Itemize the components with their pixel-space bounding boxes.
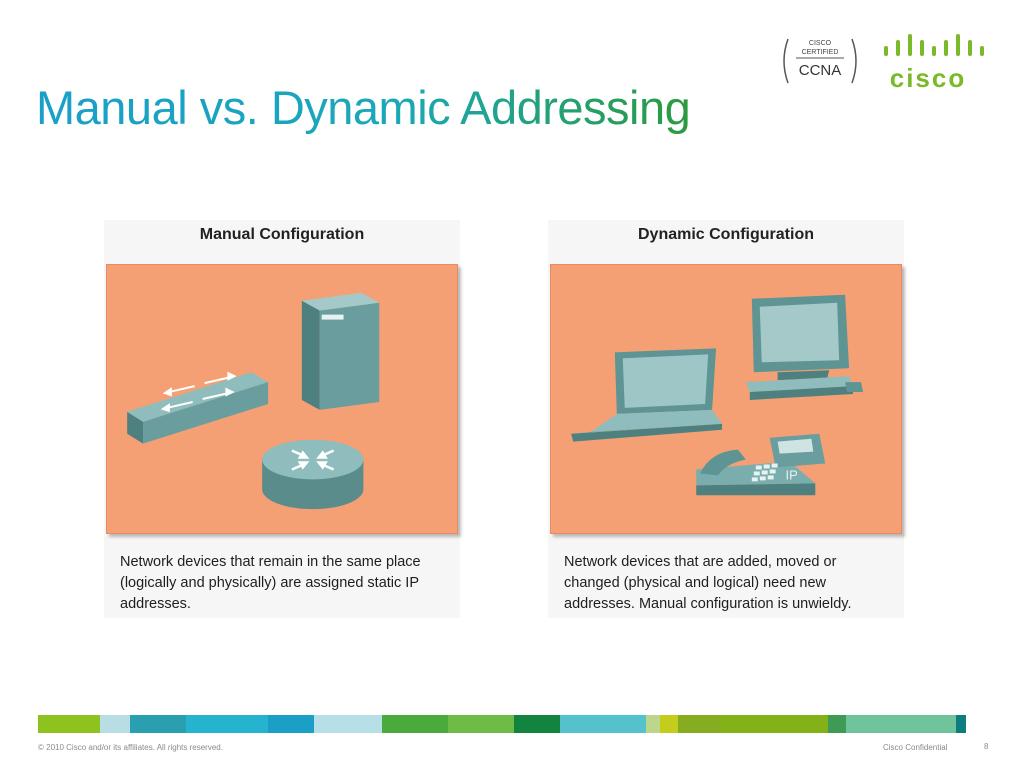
ccna-certified-badge: CISCO CERTIFIED CCNA (778, 33, 862, 89)
bottom-bar-segment (514, 715, 560, 733)
bottom-bar-segment (560, 715, 646, 733)
bottom-bar-segment (268, 715, 314, 733)
copyright-text: © 2010 Cisco and/or its affiliates. All … (38, 743, 223, 752)
cisco-wordmark: cisco (889, 63, 967, 93)
bottom-bar-segment (956, 715, 966, 733)
bottom-bar-segment (846, 715, 956, 733)
bottom-bar-segment (448, 715, 514, 733)
bottom-bar-segment (314, 715, 382, 733)
bottom-bar-segment (38, 715, 100, 733)
bottom-bar-segment (130, 715, 186, 733)
badge-line2: CERTIFIED (802, 49, 839, 56)
panel-caption: Network devices that remain in the same … (120, 554, 421, 612)
cisco-logo: cisco (880, 33, 990, 93)
panel-heading: Manual Configuration (199, 226, 365, 243)
badge-line3: CCNA (799, 62, 842, 79)
ip-phone-label: IP (786, 467, 798, 482)
bottom-bar-segment (720, 715, 828, 733)
switch-icon (127, 371, 269, 444)
bottom-bar-segment (678, 715, 720, 733)
router-icon (262, 439, 364, 510)
page-number: 8 (984, 742, 989, 751)
desktop-computer-icon (745, 294, 863, 400)
cisco-bars-icon (884, 34, 984, 56)
bottom-bar-segment (828, 715, 846, 733)
panel-heading: Dynamic Configuration (637, 226, 814, 243)
bottom-bar-segment (660, 715, 678, 733)
ip-phone-icon: IP (696, 433, 826, 496)
bottom-bar-segment (646, 715, 660, 733)
bottom-bar-segment (186, 715, 268, 733)
manual-configuration-illustration (106, 264, 458, 534)
manual-configuration-panel: Manual Configuration (104, 220, 460, 618)
bottom-color-bar (38, 715, 986, 733)
badge-line1: CISCO (809, 40, 832, 47)
bottom-bar-segment (100, 715, 130, 733)
bottom-bar-segment (382, 715, 448, 733)
laptop-icon (571, 348, 723, 442)
confidential-text: Cisco Confidential (883, 743, 948, 752)
dynamic-configuration-panel: Dynamic Configuration (548, 220, 904, 618)
server-icon (301, 292, 380, 410)
dynamic-configuration-illustration: IP (550, 264, 902, 534)
panel-caption: Network devices that are added, moved or… (564, 554, 852, 612)
slide-title: Manual vs. Dynamic Addressing (36, 81, 691, 134)
